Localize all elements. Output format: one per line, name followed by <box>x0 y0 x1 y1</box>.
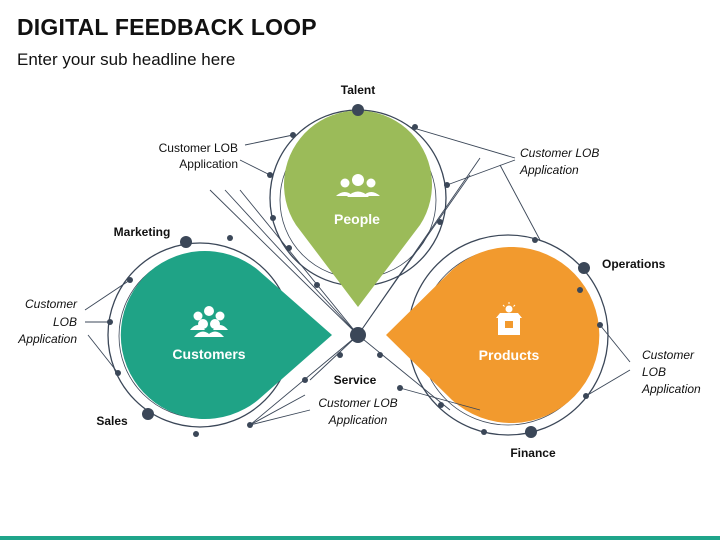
products-petal <box>386 247 600 423</box>
finance-label: Finance <box>510 446 556 460</box>
page-title: DIGITAL FEEDBACK LOOP <box>17 14 317 40</box>
customers-petal <box>120 251 332 419</box>
callout-top-left-line1: Customer LOB <box>159 141 238 155</box>
callout-top-right-line1: Customer LOB <box>520 146 599 160</box>
callout-top-left-line2: Application <box>179 157 238 171</box>
people-group-icon <box>336 174 380 197</box>
page-subtitle: Enter your sub headline here <box>17 50 236 69</box>
callout-right-line1: Customer <box>642 348 695 362</box>
sales-node <box>142 408 154 420</box>
service-node <box>350 327 366 343</box>
finance-node <box>525 426 537 438</box>
callout-left-line3: Application <box>17 332 77 346</box>
callout-bottom-line1: Customer LOB <box>318 396 397 410</box>
bottom-accent-bar <box>0 536 720 540</box>
junction-dots <box>107 124 603 437</box>
talent-label: Talent <box>341 83 375 97</box>
service-label: Service <box>334 373 377 387</box>
product-box-icon <box>496 302 522 335</box>
callout-right-line2: LOB <box>642 365 666 379</box>
operations-node <box>578 262 590 274</box>
callout-left-line2: LOB <box>53 315 77 329</box>
marketing-node <box>180 236 192 248</box>
callout-left-line1: Customer <box>25 297 78 311</box>
talent-node <box>352 104 364 116</box>
marketing-label: Marketing <box>114 225 171 239</box>
callout-bottom-line2: Application <box>328 413 388 427</box>
connector-lines <box>84 126 631 426</box>
operations-label: Operations <box>602 257 666 271</box>
sales-label: Sales <box>96 414 128 428</box>
people-label: People <box>334 211 380 227</box>
customers-group-icon <box>190 306 228 337</box>
products-label: Products <box>479 347 540 363</box>
callout-right-line3: Application <box>641 382 701 396</box>
customers-label: Customers <box>172 346 245 362</box>
people-petal <box>284 110 432 307</box>
callout-top-right-line2: Application <box>519 163 579 177</box>
